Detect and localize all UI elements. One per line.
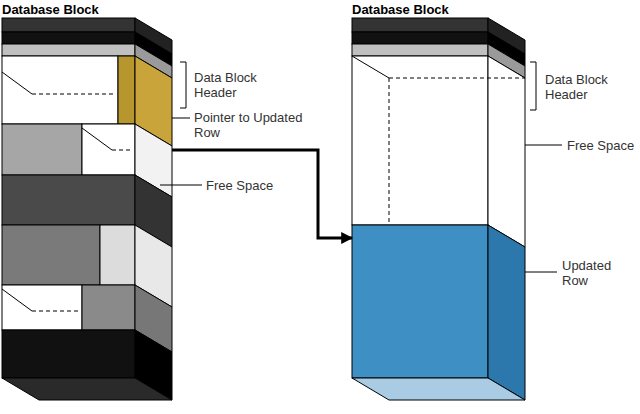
free-space-label: Free Space xyxy=(567,138,635,153)
perspective-line xyxy=(352,56,389,78)
block-heading: Database Block xyxy=(352,0,525,17)
free-space-region-side xyxy=(488,56,525,247)
row-with-pointer xyxy=(2,56,118,124)
updated-row-label: Updated Row xyxy=(562,258,634,288)
block-bottom xyxy=(2,378,172,400)
row-directory-line xyxy=(112,150,131,151)
row-directory-line xyxy=(2,72,32,94)
free-space-region xyxy=(352,56,488,225)
row-directory-line xyxy=(2,289,32,311)
bracket xyxy=(180,62,186,108)
updated-row xyxy=(352,225,488,378)
data-row xyxy=(2,330,135,378)
row-directory-line xyxy=(32,94,114,95)
block-top-stripe xyxy=(352,32,488,44)
data-row xyxy=(82,124,135,175)
migration-arrow xyxy=(172,150,352,238)
database-block: Database Block xyxy=(352,0,525,400)
block-top-stripe xyxy=(352,18,488,32)
block-bottom xyxy=(352,378,525,400)
data-row xyxy=(2,175,135,225)
database-block: Database Block xyxy=(2,0,172,400)
leader-line xyxy=(160,185,202,186)
leader-line xyxy=(525,272,557,273)
pointer-label: Pointer to Updated Row xyxy=(194,110,324,140)
leader-line xyxy=(172,118,190,119)
row-directory-line xyxy=(32,311,78,312)
header-label: Data Block Header xyxy=(194,70,279,100)
block-top-stripe xyxy=(2,18,135,32)
bracket xyxy=(530,62,536,110)
data-row xyxy=(2,285,82,330)
updated-row-side xyxy=(488,225,525,400)
row-directory-line xyxy=(82,128,112,150)
row-with-pointer xyxy=(118,56,135,124)
block-header-stripe xyxy=(352,44,488,56)
block-header-stripe xyxy=(2,44,135,56)
data-row xyxy=(82,285,135,330)
block-heading: Database Block xyxy=(2,0,172,17)
header-label: Data Block Header xyxy=(545,72,630,102)
data-row xyxy=(2,124,82,175)
data-row xyxy=(100,225,135,285)
block-top-stripe xyxy=(2,32,135,44)
free-space-label: Free Space xyxy=(206,178,316,193)
hidden-edge xyxy=(389,78,390,225)
data-row xyxy=(2,225,100,285)
leader-line xyxy=(525,145,562,146)
hidden-edge xyxy=(389,78,525,79)
